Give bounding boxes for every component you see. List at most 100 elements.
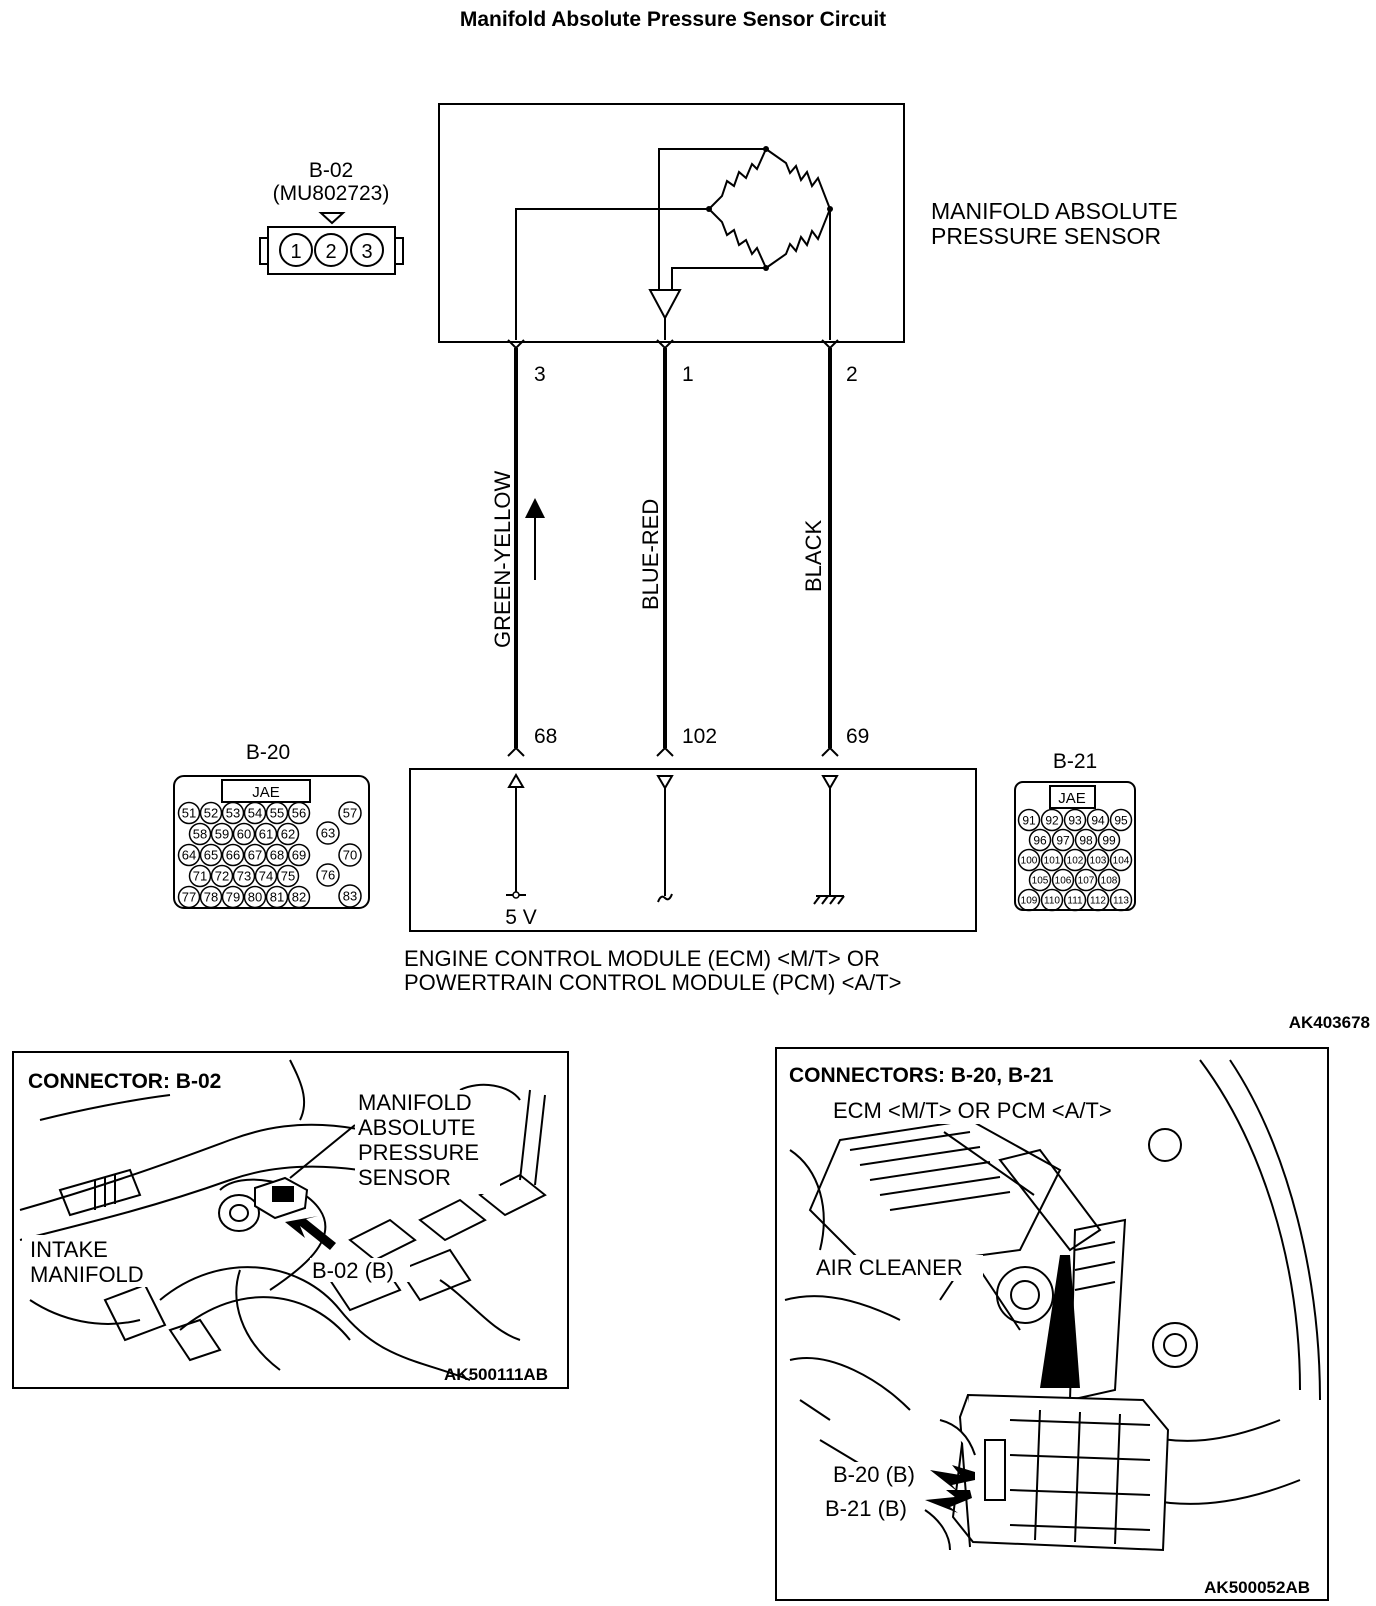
pin-label: 95 bbox=[1114, 813, 1128, 827]
pin-label: 112 bbox=[1090, 896, 1106, 907]
ecm-supply-5v: 5 V bbox=[505, 906, 537, 929]
pin-label: 91 bbox=[1022, 813, 1036, 827]
pin-circle bbox=[338, 801, 362, 825]
pin-label: 98 bbox=[1079, 833, 1093, 847]
pin-label: 56 bbox=[292, 806, 306, 821]
pin-circle bbox=[265, 801, 289, 825]
callout-intake-line1: INTAKE bbox=[30, 1237, 108, 1262]
pin-label: 72 bbox=[215, 869, 229, 884]
pin-label: 51 bbox=[182, 806, 196, 821]
pin-circle bbox=[1063, 848, 1087, 872]
pin-label: 58 bbox=[193, 827, 207, 842]
pin-circle bbox=[221, 885, 245, 909]
pin-label: 83 bbox=[343, 889, 357, 904]
pin-label: 103 bbox=[1090, 856, 1107, 867]
wire-color-green-yellow: GREEN-YELLOW bbox=[490, 471, 515, 648]
pin-label: 55 bbox=[270, 806, 284, 821]
pin-circle bbox=[1040, 808, 1064, 832]
pin-label: 61 bbox=[259, 827, 273, 842]
pin-circle bbox=[254, 864, 278, 888]
connector-b02: B-02 (MU802723) 1 2 3 bbox=[259, 159, 404, 275]
callout-b02-b: B-02 (B) bbox=[312, 1258, 394, 1283]
sensor-pin-1: 1 bbox=[682, 363, 694, 386]
pin-circle bbox=[254, 822, 278, 846]
ecm-label-line2: POWERTRAIN CONTROL MODULE (PCM) <A/T> bbox=[404, 970, 902, 995]
pin-circle bbox=[1028, 828, 1052, 852]
ecm-box: 5 V ENGINE CONTROL MODULE (ECM) <M/T> OR… bbox=[404, 768, 977, 995]
pin-circle bbox=[1074, 868, 1098, 892]
ecm-pin-69: 69 bbox=[846, 725, 869, 748]
pin-circle bbox=[316, 863, 340, 887]
pin-label: 81 bbox=[270, 890, 284, 905]
pin-circle bbox=[177, 801, 201, 825]
pin-circle bbox=[1063, 808, 1087, 832]
pin-label: 62 bbox=[281, 827, 295, 842]
pin-label: 71 bbox=[193, 869, 207, 884]
pin-label: 111 bbox=[1067, 896, 1083, 907]
zoom-wedge bbox=[1040, 1255, 1080, 1388]
pin-circle bbox=[177, 885, 201, 909]
pin-circle bbox=[1028, 868, 1052, 892]
pin-label: 66 bbox=[226, 848, 240, 863]
pin-label: 97 bbox=[1056, 833, 1070, 847]
pin-label: 69 bbox=[292, 848, 306, 863]
photo-left-code: AK500111AB bbox=[444, 1365, 548, 1384]
pin-label: 67 bbox=[248, 848, 262, 863]
pin-circle bbox=[199, 843, 223, 867]
photo-panel-b02: CONNECTOR: B-02 MANIFOLD ABSOLUTE PRESSU… bbox=[12, 1051, 569, 1389]
pin-circle bbox=[1017, 888, 1041, 912]
pin-label: 101 bbox=[1044, 856, 1061, 867]
callout-air-cleaner: AIR CLEANER bbox=[816, 1255, 963, 1280]
pin-label: 99 bbox=[1102, 833, 1116, 847]
pin-label: 113 bbox=[1113, 896, 1129, 907]
wire-harness: 3 1 2 GREEN-YELLOW BLUE-RED BLACK 68 102… bbox=[490, 339, 869, 757]
pin-circle bbox=[1063, 888, 1087, 912]
pin-label: 104 bbox=[1113, 856, 1130, 867]
b02-pointer-arrow bbox=[285, 1216, 336, 1250]
pin-label: 59 bbox=[215, 827, 229, 842]
wire-color-blue-red: BLUE-RED bbox=[638, 499, 663, 610]
pin-circle bbox=[232, 822, 256, 846]
pin-circle bbox=[1040, 888, 1064, 912]
pin-circle bbox=[1017, 848, 1041, 872]
ecm-label-line1: ENGINE CONTROL MODULE (ECM) <M/T> OR bbox=[404, 946, 880, 971]
diagram-title: Manifold Absolute Pressure Sensor Circui… bbox=[460, 8, 886, 31]
pin-label: 54 bbox=[248, 806, 262, 821]
b20-pointer-arrow bbox=[930, 1465, 975, 1492]
sensor-pin-2: 2 bbox=[846, 363, 858, 386]
sensor-label-line2: PRESSURE SENSOR bbox=[931, 223, 1161, 249]
pin-circle bbox=[1086, 848, 1110, 872]
map-sensor-illustration bbox=[254, 1124, 356, 1220]
b02-pin-2: 2 bbox=[325, 241, 336, 263]
map-sensor: MANIFOLD ABSOLUTE PRESSURE SENSOR bbox=[438, 103, 1178, 343]
pin-circle bbox=[287, 801, 311, 825]
pin-label: 76 bbox=[321, 868, 335, 883]
photo-right-title: CONNECTORS: B-20, B-21 bbox=[789, 1064, 1054, 1087]
pin-circle bbox=[210, 864, 234, 888]
pin-circle bbox=[1097, 828, 1121, 852]
pin-label: 108 bbox=[1101, 876, 1118, 887]
pin-label: 78 bbox=[204, 890, 218, 905]
callout-map-line2: ABSOLUTE bbox=[358, 1115, 475, 1140]
pin-label: 106 bbox=[1055, 876, 1072, 887]
connector-b20-id: B-20 bbox=[246, 741, 290, 764]
pin-label: 60 bbox=[237, 827, 251, 842]
pin-circle bbox=[210, 822, 234, 846]
b02-pin-3: 3 bbox=[361, 241, 372, 263]
pin-label: 92 bbox=[1045, 813, 1059, 827]
pin-circle bbox=[177, 843, 201, 867]
pin-circle bbox=[276, 822, 300, 846]
pin-circle bbox=[1051, 868, 1075, 892]
pin-label: 65 bbox=[204, 848, 218, 863]
pin-label: 57 bbox=[343, 806, 357, 821]
connector-b02-id: B-02 bbox=[309, 159, 353, 182]
callout-intake-line2: MANIFOLD bbox=[30, 1262, 144, 1287]
connector-b21-id: B-21 bbox=[1053, 750, 1097, 773]
pin-circle bbox=[1109, 808, 1133, 832]
callout-map-line3: PRESSURE bbox=[358, 1140, 479, 1165]
b21-maker: JAE bbox=[1058, 790, 1086, 807]
ecm-pin-68: 68 bbox=[534, 725, 557, 748]
pin-circle bbox=[221, 843, 245, 867]
